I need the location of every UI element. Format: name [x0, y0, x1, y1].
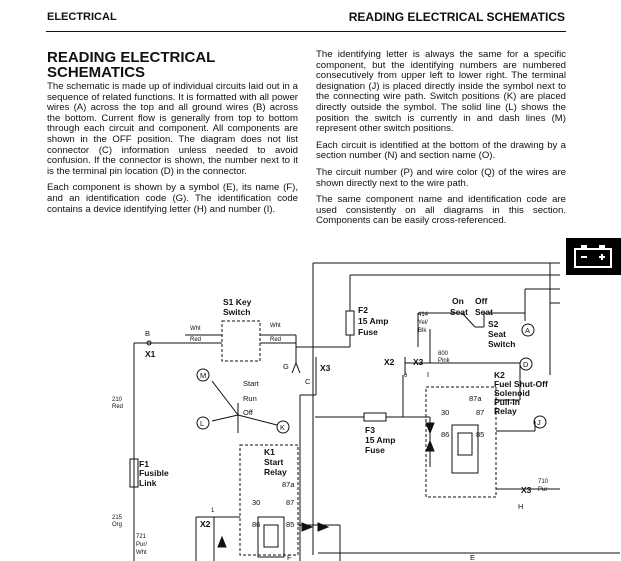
wire-number: 710	[538, 479, 549, 485]
callout-d: D	[523, 360, 529, 369]
page-header: ELECTRICAL READING ELECTRICAL SCHEMATICS	[0, 0, 621, 32]
callout-f: F	[287, 553, 292, 561]
wire-number: 721	[136, 534, 147, 540]
terminal-87: 87	[286, 498, 294, 507]
k2-name3: Pull-In	[494, 397, 520, 407]
f1-name2: Link	[139, 478, 157, 488]
k1-name1: Start	[264, 457, 284, 467]
position-start: Start	[243, 379, 260, 388]
wire-color: Wht	[136, 550, 147, 556]
f2-name1: 15 Amp	[358, 316, 388, 326]
wire-number: 414	[418, 312, 429, 318]
f1-name1: Fusible	[139, 468, 169, 478]
f3-name2: Fuse	[365, 445, 385, 455]
callout-g: G	[283, 362, 289, 371]
terminal-30: 30	[441, 408, 449, 417]
wire-color: Red	[190, 337, 201, 343]
connector-x3: X3	[413, 357, 424, 367]
paragraph: The circuit number (P) and wire color (Q…	[316, 166, 566, 189]
callout-e: E	[470, 553, 475, 561]
header-rule	[46, 31, 566, 32]
callout-k: K	[280, 423, 285, 432]
s2-id: S2	[488, 319, 499, 329]
seat-label: Seat	[475, 307, 493, 317]
wire-color: Pur/	[136, 542, 147, 548]
k1-id: K1	[264, 447, 275, 457]
callout-j: J	[537, 418, 541, 427]
callout-a: A	[525, 326, 530, 335]
terminal-85: 85	[286, 520, 294, 529]
k1-name2: Relay	[264, 467, 287, 477]
wire-color: Yel/	[418, 320, 428, 326]
off-label: Off	[475, 296, 487, 306]
wire-color: Pink	[438, 358, 451, 364]
callout-l: L	[200, 419, 204, 428]
f1-id: F1	[139, 459, 149, 469]
callout-m: M	[200, 371, 206, 380]
electrical-section-tab[interactable]	[566, 238, 621, 275]
callout-b: B	[145, 329, 150, 338]
terminal-87a: 87a	[282, 480, 295, 489]
paragraph: Each circuit is identified at the bottom…	[316, 139, 566, 162]
callout-c: C	[305, 377, 311, 386]
terminal-87a: 87a	[469, 394, 482, 403]
article-title-line2: SCHEMATICS	[47, 64, 146, 81]
article-title: READING ELECTRICAL SCHEMATICS	[47, 50, 298, 80]
s2-name2: Switch	[488, 339, 515, 349]
paragraph: The identifying letter is always the sam…	[316, 49, 566, 135]
k2-name4: Relay	[494, 406, 517, 416]
terminal-85: 85	[476, 430, 484, 439]
f3-id: F3	[365, 425, 375, 435]
left-column: READING ELECTRICAL SCHEMATICS The schema…	[47, 50, 298, 221]
section-label: ELECTRICAL	[47, 11, 117, 23]
f3-name1: 15 Amp	[365, 435, 395, 445]
connector-x3: X3	[521, 485, 532, 495]
terminal-86: 86	[441, 430, 449, 439]
wire-color: Blk	[418, 328, 427, 334]
f2-id: F2	[358, 305, 368, 315]
page-title: READING ELECTRICAL SCHEMATICS	[348, 10, 565, 24]
wire-color: Red	[112, 404, 123, 410]
wire-color: Org	[112, 522, 122, 528]
wire-color: Wht	[190, 326, 201, 332]
battery-icon	[574, 245, 612, 268]
k2-name1: Fuel Shut-Off	[494, 379, 548, 389]
terminal-30: 30	[252, 498, 260, 507]
article-title-line1: READING ELECTRICAL	[47, 49, 216, 66]
on-label: On	[452, 296, 464, 306]
connector-x3: X3	[320, 363, 331, 373]
connector-x2: X2	[384, 357, 395, 367]
pin-number: 6	[404, 373, 408, 379]
wire-number: 210	[112, 397, 123, 403]
k2-id: K2	[494, 370, 505, 380]
wiring-schematic: S1 Key Switch F2 15 Amp Fuse On Off Seat…	[112, 262, 620, 561]
connector-x2: X2	[200, 519, 211, 529]
position-off: Off	[243, 408, 254, 417]
connector-x1: X1	[145, 349, 156, 359]
wire-color: Wht	[270, 323, 281, 329]
paragraph: The schematic is made up of individual c…	[47, 81, 298, 177]
s2-name1: Seat	[488, 329, 506, 339]
paragraph: Each component is shown by a symbol (E),…	[47, 182, 298, 215]
s1-id: S1 Key	[223, 297, 252, 307]
wire-number: 215	[112, 515, 123, 521]
pin-number: 1	[211, 508, 215, 514]
callout-h: H	[518, 502, 523, 511]
right-column: The identifying letter is always the sam…	[316, 49, 566, 233]
f2-name2: Fuse	[358, 327, 378, 337]
s1-name: Switch	[223, 307, 250, 317]
terminal-87: 87	[476, 408, 484, 417]
wire-number: 800	[438, 351, 449, 357]
terminal-86: 86	[252, 520, 260, 529]
k2-name2: Solenoid	[494, 388, 530, 398]
position-run: Run	[243, 394, 257, 403]
seat-label: Seat	[450, 307, 468, 317]
paragraph: The same component name and identificati…	[316, 194, 566, 227]
wire-color: Pur	[538, 487, 547, 493]
wire-color: Red	[270, 337, 281, 343]
callout-i: I	[427, 370, 429, 379]
